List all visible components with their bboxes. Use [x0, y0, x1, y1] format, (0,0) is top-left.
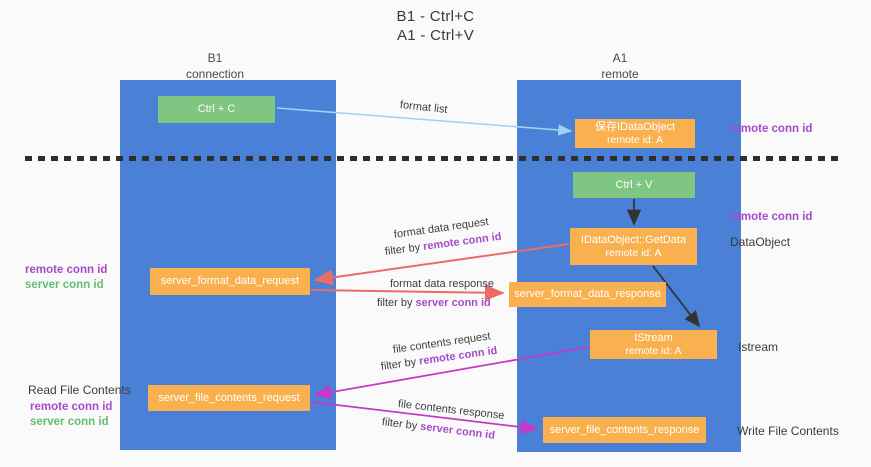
- remote-conn-id-right-2: remote conn id: [730, 211, 813, 223]
- arrow-format-data-request: [313, 243, 570, 286]
- server-file-contents-response-box: server_file_contents_response: [543, 417, 706, 443]
- ctrl-c-label: Ctrl + C: [197, 103, 236, 116]
- write-file-contents-label: Write File Contents: [737, 424, 839, 438]
- arrow-getdata-to-istream: [652, 265, 701, 328]
- dataobject-label: DataObject: [730, 235, 791, 249]
- server-file-contents-request-box: server_file_contents_request: [148, 385, 310, 411]
- server-format-data-response-box: server_format_data_response: [509, 282, 666, 307]
- getdata-line2: remote id: A: [605, 246, 662, 259]
- save-idataobject-line1: 保存IDataObject: [594, 120, 676, 133]
- lane-b1-name: B1: [207, 51, 223, 65]
- istream-side-label: Istream: [738, 340, 779, 354]
- lane-header-b1: B1 connection: [145, 50, 285, 82]
- remote-conn-id-left-2: remote conn id: [30, 401, 113, 413]
- server-conn-id-left-1: server conn id: [25, 279, 104, 291]
- idataobject-getdata-box: IDataObject::GetData remote id: A: [570, 228, 697, 265]
- arrow-file-contents-response: [311, 401, 539, 435]
- remote-conn-id-left-1: remote conn id: [25, 264, 108, 276]
- arrow-format-data-response: [310, 284, 505, 301]
- server-conn-id-text: server conn id: [415, 297, 491, 309]
- istream-line2: remote id: A: [625, 344, 682, 357]
- istream-line1: IStream: [634, 331, 673, 344]
- server-format-data-request-label: server_format_data_request: [160, 275, 300, 288]
- server-conn-id-left-2: server conn id: [30, 416, 109, 428]
- server-file-contents-response-label: server_file_contents_response: [549, 423, 700, 436]
- save-idataobject-line2: remote id: A: [606, 133, 664, 146]
- server-format-data-response-label: server_format_data_response: [514, 288, 661, 301]
- lane-a1-name: A1: [612, 51, 628, 65]
- lane-b1-role: connection: [185, 67, 245, 82]
- lane-header-a1: A1 remote: [550, 50, 690, 82]
- arrow-format-list: [276, 107, 573, 136]
- diagram-title-line1: B1 - Ctrl+C: [396, 8, 475, 25]
- arrow-file-contents-request: [313, 346, 590, 400]
- getdata-line1: IDataObject::GetData: [580, 233, 687, 246]
- lane-a1-role: remote: [601, 67, 639, 82]
- ctrl-c-box: Ctrl + C: [158, 96, 275, 123]
- format-data-response-label: format data response: [390, 278, 494, 290]
- diagram-title-line2: A1 - Ctrl+V: [396, 27, 475, 44]
- server-file-contents-request-label: server_file_contents_request: [158, 391, 300, 404]
- filter-by-server-conn-id-label-1: filter by server conn id: [377, 297, 491, 309]
- istream-box: IStream remote id: A: [590, 330, 717, 359]
- session-divider-dashed-line: [25, 156, 838, 161]
- server-format-data-request-box: server_format_data_request: [150, 268, 310, 295]
- filter-by-text: filter by: [377, 297, 413, 309]
- read-file-contents-label: Read File Contents: [28, 383, 131, 397]
- ctrl-v-label: Ctrl + V: [615, 178, 653, 191]
- remote-conn-id-right-1: remote conn id: [730, 123, 813, 135]
- ctrl-v-box: Ctrl + V: [573, 172, 695, 198]
- save-idataobject-box: 保存IDataObject remote id: A: [575, 119, 695, 148]
